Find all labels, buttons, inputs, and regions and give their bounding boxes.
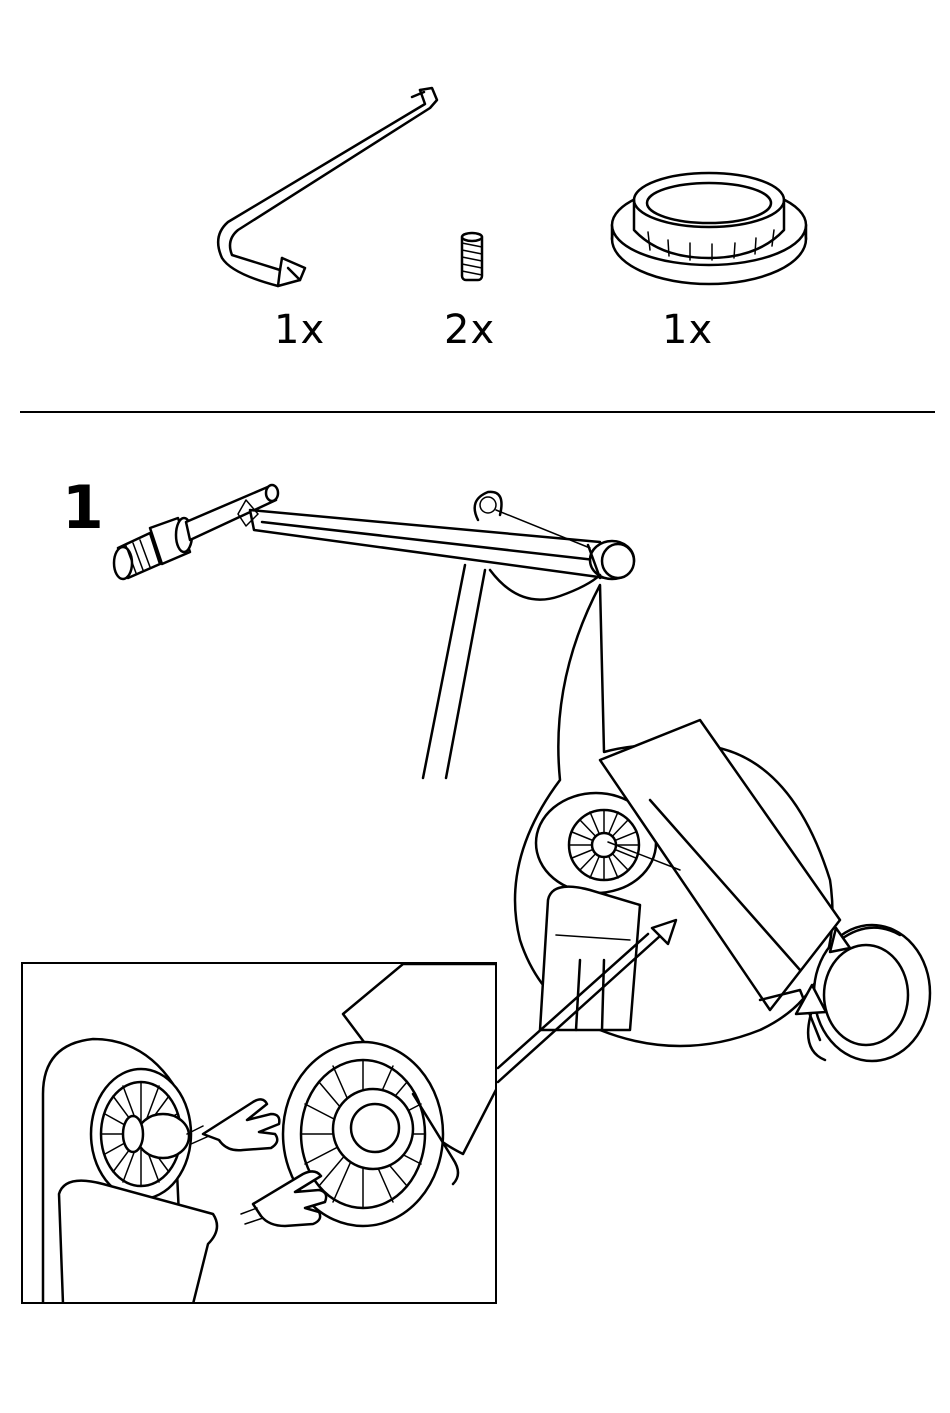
- shade-ring-icon: [612, 173, 806, 284]
- lamp-arm-drawing: [114, 485, 634, 778]
- allen-key-icon: [218, 88, 437, 286]
- detail-callout: [498, 585, 930, 1082]
- allen-key-quantity: 1x: [274, 310, 325, 350]
- step-number: 1: [62, 478, 104, 538]
- set-screw-quantity: 2x: [444, 310, 495, 350]
- section-divider: [20, 411, 935, 413]
- inset-detail: [21, 962, 497, 1304]
- inset-illustration: [23, 964, 497, 1304]
- set-screw-icon: [462, 233, 482, 280]
- shade-ring-quantity: 1x: [662, 310, 713, 350]
